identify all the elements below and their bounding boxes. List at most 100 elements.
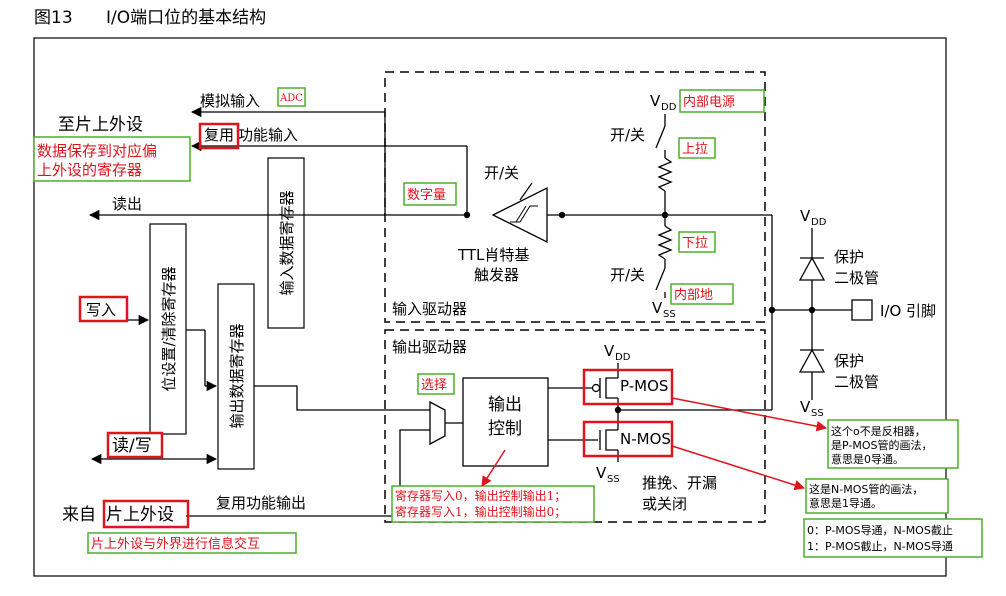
vss-mos-label: V [596,464,607,482]
reg-rule-annotation-2: 寄存器写入1，输出控制输出0； [395,504,566,519]
digital-annotation: 数字量 [407,188,446,203]
from-peripheral-highlight [102,499,190,529]
pmos-bubble-icon [591,383,601,393]
odr-register [217,283,255,470]
vdd-top-label: V [650,92,661,110]
vss-right-label: V [800,398,811,416]
protect-label-2a: 保护 [834,352,864,370]
internal-ground-annotation: 内部地 [674,287,713,303]
from-peripheral-a: 来自 [62,505,96,525]
from-peripheral-b: 片上外设 [106,505,174,525]
read-write-label: 读/写 [112,436,152,456]
bsrr-label: 位设置/清除寄存器 [160,266,178,391]
truth-table-box [803,518,983,558]
junction-dot [463,211,471,219]
vss-top-sub: SS [663,309,676,320]
ttl-label-2: 触发器 [474,266,519,284]
junction-dot [768,306,776,314]
to-peripheral-label: 至片上外设 [58,115,143,135]
pmos-note-box [827,419,959,469]
pulldown-switch-label: 开/关 [610,266,645,284]
adc-annotation: ADC [279,93,303,104]
reg-rule-arrow [481,449,506,487]
hysteresis-icon [510,205,538,223]
mode-label-1: 推挽、开漏 [642,474,717,492]
pmos-highlight [582,368,674,406]
data-save-annotation-2: 上外设的寄存器 [37,161,142,179]
alt-input-label-a: 复用 [204,126,234,144]
select-annotation: 选择 [421,378,447,393]
diode-up-icon [798,256,826,281]
pullup-switch-label: 开/关 [610,126,645,144]
truth-row-1: 0：P-MOS导通，N-MOS截止 [807,523,953,537]
pmos-note-3: 意思是0导通。 [831,452,904,466]
internal-power-annotation-box [679,89,765,113]
pmos-note-2: 是P-MOS管的画法， [831,438,933,452]
idr-label: 输入数据寄存器 [278,190,296,295]
internal-ground-annotation-box [670,283,734,305]
peripheral-exchange-annotation-box [87,532,297,554]
ttl-label-1: TTL肖特基 [457,246,529,264]
pulldown-resistor-icon [657,225,673,260]
nmos-channel-icon [605,429,618,451]
pullup-resistor-icon [657,157,673,192]
truth-row-2: 1：P-MOS截止，N-MOS导通 [807,539,953,553]
adc-annotation-box [277,87,306,107]
pmos-note-arrow [671,397,828,432]
odr-label: 输出数据寄存器 [228,323,246,428]
output-control-label-1: 输出 [488,395,522,415]
pull-down-annotation: 下拉 [682,236,708,251]
alt-input-highlight [198,122,240,150]
protect-label-2b: 二极管 [834,373,879,391]
write-label: 写入 [86,301,116,319]
read-out-label: 读出 [112,195,142,213]
diode-down-icon [798,348,826,373]
nmos-note-arrow [671,445,806,491]
outer-frame [33,37,947,577]
figure-number: 图13 [34,8,73,28]
pullup-switch-icon [655,125,666,149]
analog-input-label: 模拟输入 [200,92,260,110]
input-driver-label: 输入驱动器 [392,300,467,318]
vss-top-label: V [652,299,663,317]
reg-rule-annotation-1: 寄存器写入0，输出控制输出1； [395,488,566,503]
mode-label-2: 或关闭 [642,495,687,513]
nmos-note-box [805,478,949,514]
vss-mos-sub: SS [607,474,620,485]
protect-label-1b: 二极管 [834,269,879,287]
bsrr-register [149,223,187,435]
pull-down-annotation-box [678,231,716,253]
read-write-highlight [106,431,164,459]
protect-label-1a: 保护 [834,248,864,266]
mux-icon [429,400,446,446]
output-control-label-2: 控制 [488,419,522,439]
vdd-top-sub: DD [661,102,677,113]
vss-right-sub: SS [811,408,824,419]
select-annotation-box [417,373,455,395]
digital-annotation-box [403,182,457,206]
output-control-box [462,377,549,467]
idr-register [267,157,305,329]
peripheral-exchange-annotation: 片上外设与外界进行信息交互 [91,536,260,552]
data-save-annotation-box [33,136,191,182]
vdd-right-sub: DD [811,217,827,228]
io-pin-label: I/O 引脚 [880,302,936,320]
alt-output-label: 复用功能输出 [216,494,306,512]
output-driver-label: 输出驱动器 [392,338,467,356]
write-highlight [78,295,129,323]
alt-input-label-b: 功能输入 [238,126,298,144]
data-save-annotation-1: 数据保存到对应偏 [37,142,157,160]
nmos-label: N-MOS [620,430,671,448]
nmos-note-2: 意思是1导通。 [809,496,882,510]
odr-to-mux-wire [254,385,430,411]
internal-power-annotation: 内部电源 [683,94,735,110]
pmos-label: P-MOS [620,377,668,395]
schmitt-switch-icon [519,182,533,201]
pull-up-annotation: 上拉 [682,142,708,157]
vdd-right-label: V [800,207,811,225]
nmos-note-1: 这是N-MOS管的画法， [809,482,923,496]
pmos-channel-icon [605,377,618,399]
figure-title: I/O端口位的基本结构 [106,8,266,28]
vdd-mos-label: V [604,342,615,360]
